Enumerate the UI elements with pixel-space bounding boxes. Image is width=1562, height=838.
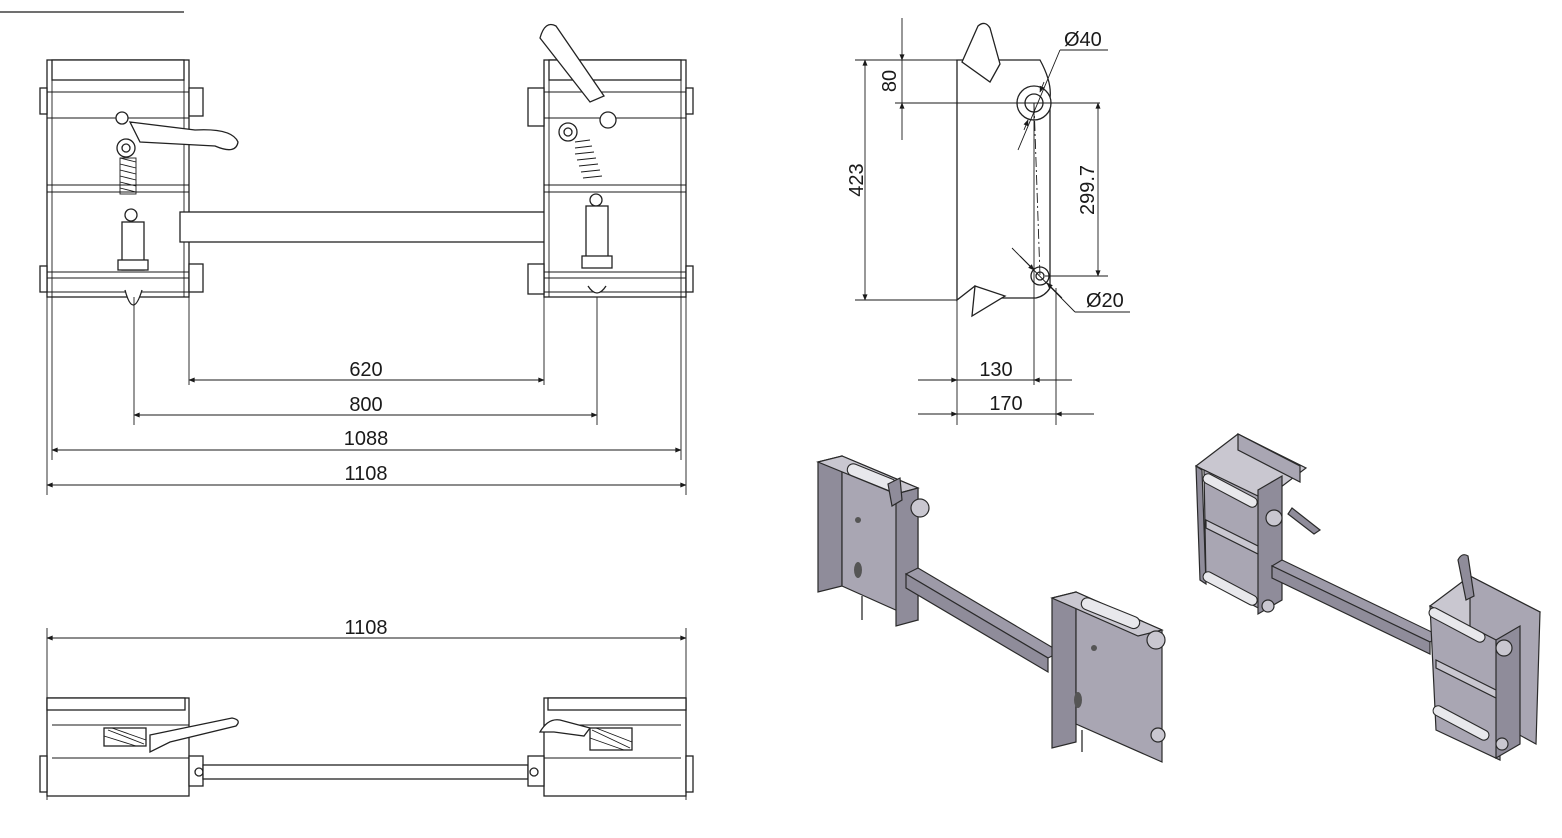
svg-text:299.7: 299.7 [1077, 165, 1099, 215]
dimension-top-1108: 1108 [46, 617, 687, 641]
dimension-130: 130 [918, 359, 1072, 383]
svg-text:1108: 1108 [344, 463, 387, 485]
svg-text:80: 80 [879, 70, 901, 92]
dimension-1108: 1108 [46, 463, 687, 488]
svg-text:Ø20: Ø20 [1086, 290, 1124, 312]
dimension-dia-20: Ø20 [1011, 247, 1130, 313]
dimension-620: 620 [188, 359, 545, 383]
svg-text:170: 170 [989, 393, 1022, 415]
left-frame [39, 59, 239, 495]
dimension-800: 800 [133, 394, 598, 418]
side-view: 423 80 299.7 Ø40 Ø [846, 18, 1130, 425]
dimension-dia-40: Ø40 [1017, 29, 1108, 151]
svg-text:Ø40: Ø40 [1064, 29, 1102, 51]
svg-text:1088: 1088 [344, 428, 389, 450]
dimension-299-7: 299.7 [1045, 102, 1108, 277]
isometric-view-2 [1194, 433, 1542, 761]
dimension-170: 170 [918, 393, 1094, 417]
front-view: 620 800 1088 1108 [39, 23, 694, 495]
isometric-view-1 [816, 455, 1166, 763]
dimension-1088: 1088 [51, 297, 682, 460]
svg-text:620: 620 [349, 359, 382, 381]
svg-text:130: 130 [979, 359, 1012, 381]
svg-text:423: 423 [846, 163, 868, 196]
dimension-80: 80 [879, 18, 1100, 140]
right-frame [527, 23, 694, 495]
svg-text:1108: 1108 [344, 617, 387, 639]
dimension-423: 423 [846, 59, 957, 301]
top-view: 1108 [39, 617, 694, 800]
cross-bar [179, 211, 553, 243]
svg-text:800: 800 [349, 394, 382, 416]
